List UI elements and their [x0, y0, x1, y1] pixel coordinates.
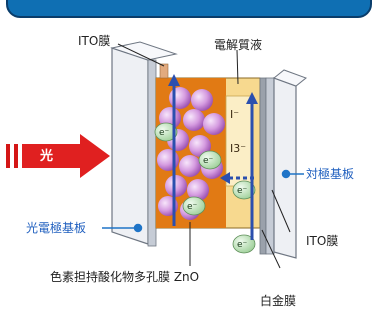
ion-triiodide: I3⁻: [230, 142, 247, 155]
photo-substrate-top: [110, 41, 178, 61]
label-electrolyte: 電解質液: [214, 38, 263, 52]
ion-iodide: I⁻: [230, 108, 240, 121]
electron-label: e⁻: [203, 156, 214, 166]
label-photo-substrate: 光電極基板: [26, 221, 87, 235]
counter-substrate-top: [272, 69, 308, 87]
platinum-layer: [259, 77, 267, 255]
zno-particles: [157, 87, 225, 220]
ito-tab: [159, 63, 169, 79]
electron-label: e⁻: [237, 240, 248, 250]
label-counter-substrate: 対極基板: [306, 167, 355, 181]
ito-layer-left: [147, 59, 157, 247]
ion-box: [225, 95, 253, 187]
counter-substrate: [273, 77, 297, 259]
label-ito-top: ITO膜: [78, 34, 111, 48]
label-dye-zno: 色素担持酸化物多孔膜 ZnO: [50, 270, 200, 284]
ito-layer-right: [265, 77, 275, 255]
label-ito-right: ITO膜: [306, 234, 339, 248]
electrons: [154, 122, 256, 254]
callout-lines: [117, 43, 291, 269]
arrow-heads: [168, 74, 258, 184]
electron-label: e⁻: [159, 128, 170, 138]
light-arrow: [6, 134, 110, 178]
electron-label: e⁻: [237, 186, 248, 196]
title-banner: [6, 0, 372, 18]
label-light: 光: [40, 149, 54, 164]
blue-callouts: [102, 169, 304, 233]
electron-label: e⁻: [187, 202, 198, 212]
photo-substrate: [111, 47, 149, 245]
electron-flow-arrows: [172, 84, 254, 240]
label-platinum: 白金膜: [260, 294, 297, 308]
